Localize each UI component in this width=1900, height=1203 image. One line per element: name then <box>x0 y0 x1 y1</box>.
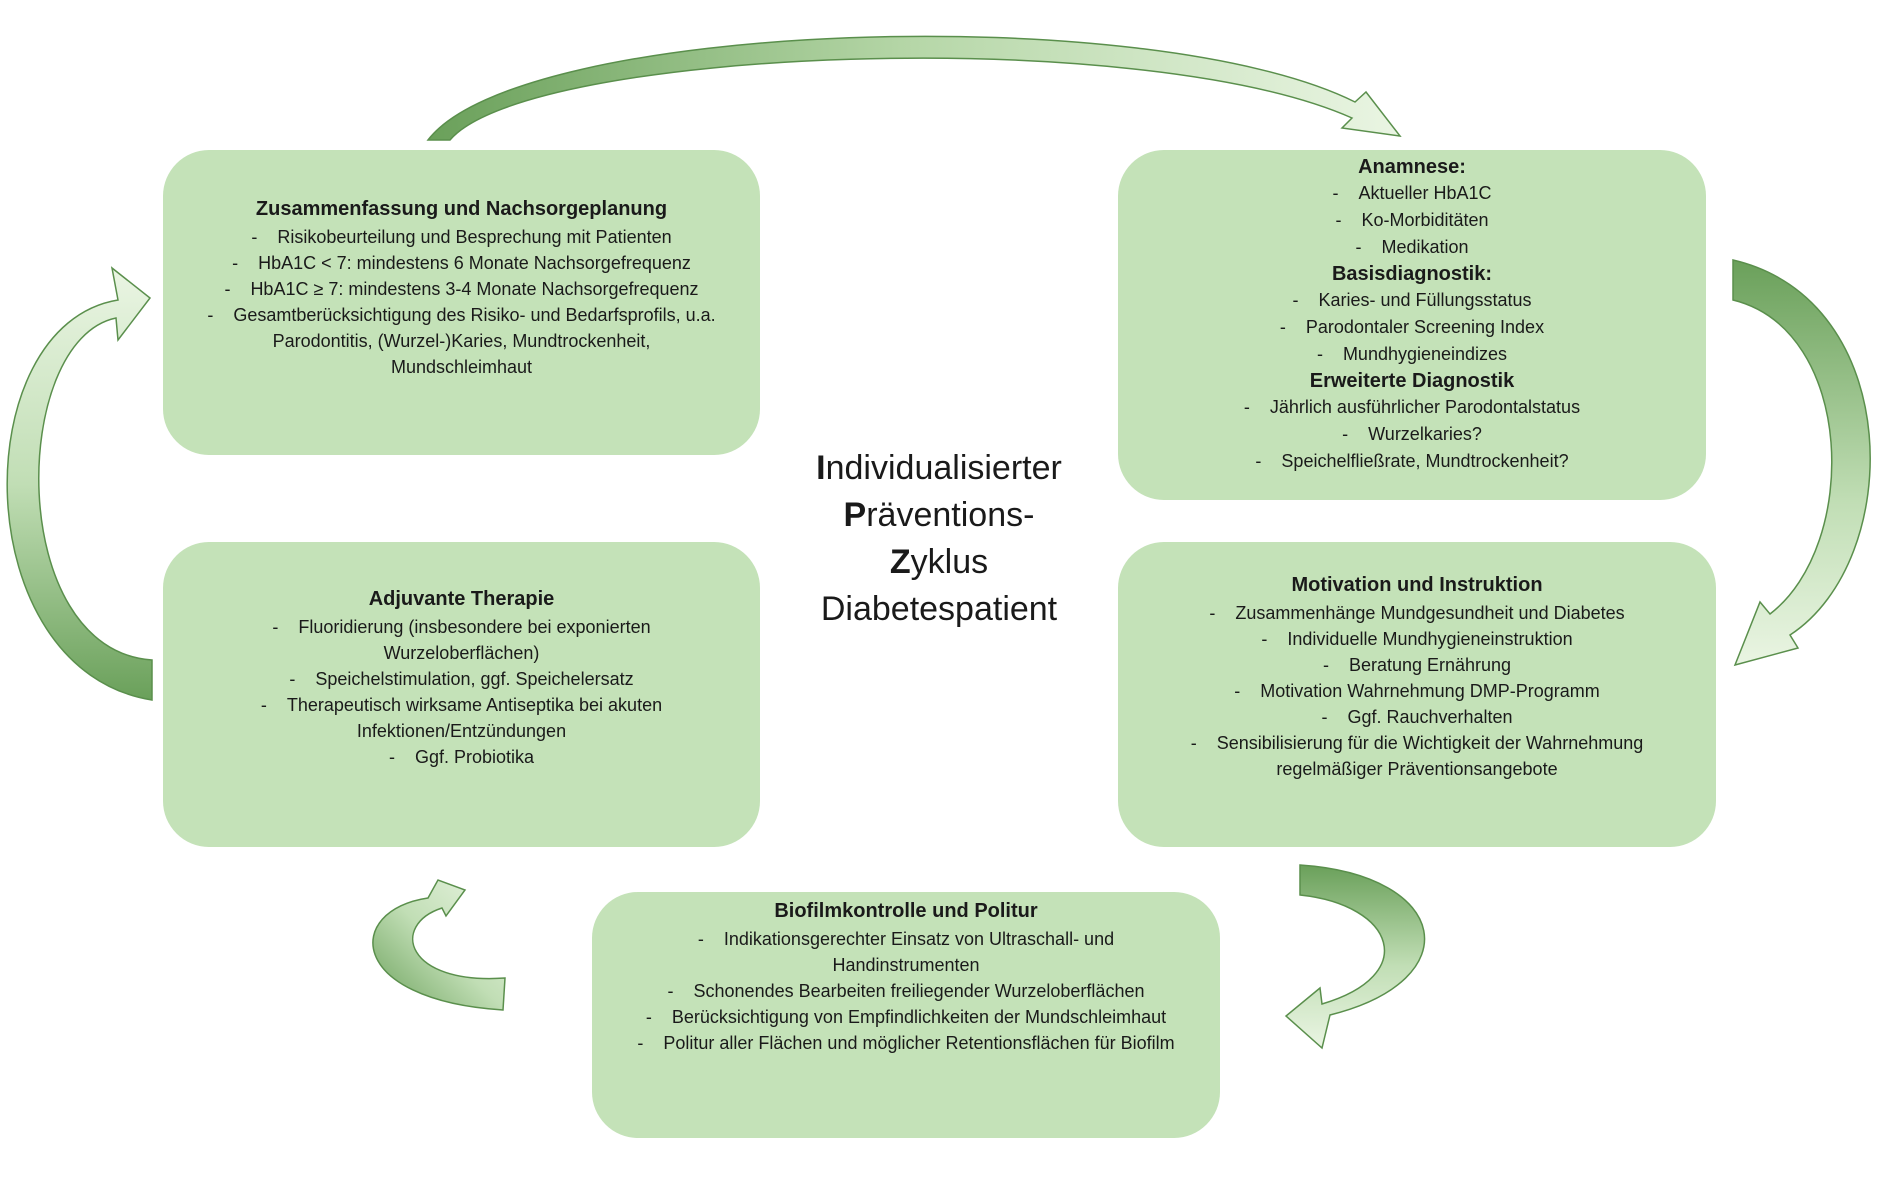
extended-diagnostics-list: Jährlich ausführlicher Parodontalstatus … <box>1158 394 1666 475</box>
adjuvant-title: Adjuvante Therapie <box>368 588 555 610</box>
summary-list: Risikobeurteilung und Besprechung mit Pa… <box>203 224 720 380</box>
adjuvant-item: Fluoridierung (insbesondere bei exponier… <box>218 614 705 666</box>
arrow-left <box>6 266 153 701</box>
motivation-list: Zusammenhänge Mundgesundheit und Diabete… <box>1148 600 1686 782</box>
extended-diagnostics-item: Speichelfließrate, Mundtrockenheit? <box>1158 448 1666 475</box>
title-initial-2: P <box>843 496 867 534</box>
motivation-item: Sensibilisierung für die Wichtigkeit der… <box>1148 730 1686 782</box>
anamnesis-list: Aktueller HbA1C Ko-Morbiditäten Medikati… <box>1158 180 1666 261</box>
basic-diagnostics-item: Parodontaler Screening Index <box>1158 314 1666 341</box>
title-line-1: Individualisierter <box>760 445 1118 492</box>
summary-item: HbA1C < 7: mindestens 6 Monate Nachsorge… <box>203 250 720 276</box>
anamnesis-item: Ko-Morbiditäten <box>1158 207 1666 234</box>
biofilm-box: Biofilmkontrolle und Politur Indikations… <box>592 892 1220 1138</box>
title-initial-1: I <box>816 449 826 487</box>
motivation-item: Individuelle Mundhygieneinstruktion <box>1148 626 1686 652</box>
anamnesis-title: Anamnese: <box>1358 156 1466 178</box>
title-line-3: Zyklus <box>760 539 1118 586</box>
title-rest-1: ndividualisierter <box>825 449 1062 487</box>
adjuvant-item: Therapeutisch wirksame Antiseptika bei a… <box>218 692 705 744</box>
arrow-top <box>426 35 1402 141</box>
biofilm-item: Berücksichtigung von Empfindlichkeiten d… <box>632 1004 1180 1030</box>
summary-item: Gesamtberücksichtigung des Risiko- und B… <box>203 302 720 380</box>
title-rest-3: yklus <box>910 543 989 581</box>
adjuvant-item: Speichelstimulation, ggf. Speichelersatz <box>218 666 705 692</box>
motivation-item: Ggf. Rauchverhalten <box>1148 704 1686 730</box>
arrow-right <box>1732 259 1871 667</box>
title-initial-3: Z <box>889 543 911 581</box>
extended-diagnostics-title: Erweiterte Diagnostik <box>1309 370 1515 392</box>
anamnesis-item: Medikation <box>1158 234 1666 261</box>
biofilm-item: Schonendes Bearbeiten freiliegender Wurz… <box>632 978 1180 1004</box>
basic-diagnostics-list: Karies- und Füllungsstatus Parodontaler … <box>1158 287 1666 368</box>
adjuvant-list: Fluoridierung (insbesondere bei exponier… <box>218 614 705 770</box>
title-line-2: Präventions- <box>760 492 1118 539</box>
basic-diagnostics-item: Mundhygieneindizes <box>1158 341 1666 368</box>
biofilm-item: Politur aller Flächen und möglicher Rete… <box>632 1030 1180 1056</box>
extended-diagnostics-item: Jährlich ausführlicher Parodontalstatus <box>1158 394 1666 421</box>
motivation-box: Motivation und Instruktion Zusammenhänge… <box>1118 542 1716 847</box>
biofilm-title: Biofilmkontrolle und Politur <box>774 900 1038 922</box>
arrow-bottom-left <box>372 879 506 1011</box>
extended-diagnostics-item: Wurzelkaries? <box>1158 421 1666 448</box>
title-rest-2: räventions- <box>866 496 1035 534</box>
summary-box: Zusammenfassung und Nachsorgeplanung Ris… <box>163 150 760 455</box>
arrow-bottom-right <box>1284 864 1426 1050</box>
cycle-title: Individualisierter Präventions- Zyklus D… <box>760 445 1118 633</box>
adjuvant-therapy-box: Adjuvante Therapie Fluoridierung (insbes… <box>163 542 760 847</box>
summary-item: Risikobeurteilung und Besprechung mit Pa… <box>203 224 720 250</box>
motivation-item: Beratung Ernährung <box>1148 652 1686 678</box>
summary-title: Zusammenfassung und Nachsorgeplanung <box>255 198 668 220</box>
motivation-item: Motivation Wahrnehmung DMP-Programm <box>1148 678 1686 704</box>
anamnesis-box: Anamnese: Aktueller HbA1C Ko-Morbiditäte… <box>1118 150 1706 500</box>
motivation-title: Motivation und Instruktion <box>1291 574 1543 596</box>
summary-item: HbA1C ≥ 7: mindestens 3-4 Monate Nachsor… <box>203 276 720 302</box>
basic-diagnostics-title: Basisdiagnostik: <box>1331 263 1493 285</box>
biofilm-item: Indikationsgerechter Einsatz von Ultrasc… <box>632 926 1180 978</box>
biofilm-list: Indikationsgerechter Einsatz von Ultrasc… <box>632 926 1180 1056</box>
basic-diagnostics-item: Karies- und Füllungsstatus <box>1158 287 1666 314</box>
title-line-4: Diabetespatient <box>820 590 1058 628</box>
anamnesis-item: Aktueller HbA1C <box>1158 180 1666 207</box>
adjuvant-item: Ggf. Probiotika <box>218 744 705 770</box>
motivation-item: Zusammenhänge Mundgesundheit und Diabete… <box>1148 600 1686 626</box>
